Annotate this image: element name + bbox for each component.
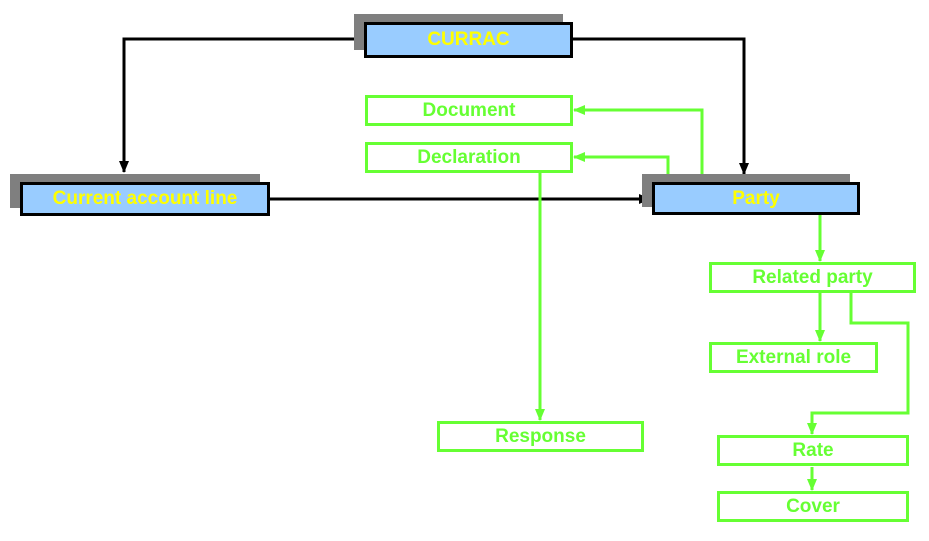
node-party[interactable]: Party	[652, 182, 860, 215]
node-cover-label: Cover	[786, 495, 840, 517]
node-current-account-line[interactable]: Current account line	[20, 182, 270, 216]
node-related-party-label: Related party	[752, 266, 873, 288]
node-declaration[interactable]: Declaration	[365, 142, 573, 173]
edge-party-to-declaration	[573, 152, 670, 182]
edge-currac-to-party	[573, 37, 749, 175]
node-response[interactable]: Response	[437, 421, 644, 452]
node-external-role-label: External role	[735, 346, 852, 368]
node-currac-label: CURRAC	[427, 29, 510, 50]
edge-currac-to-current-account-line	[119, 37, 364, 173]
node-current-account-line-label: Current account line	[52, 188, 238, 209]
edge-related-party-to-rate	[807, 293, 910, 435]
node-declaration-label: Declaration	[417, 146, 521, 168]
node-response-label: Response	[495, 425, 586, 447]
node-cover[interactable]: Cover	[717, 491, 909, 522]
node-rate-label: Rate	[792, 439, 834, 461]
node-related-party[interactable]: Related party	[709, 262, 916, 293]
node-document-label: Document	[422, 99, 516, 121]
node-party-label: Party	[732, 187, 780, 209]
edge-party-to-document	[573, 105, 704, 182]
node-rate[interactable]: Rate	[717, 435, 909, 466]
node-currac[interactable]: CURRAC	[364, 22, 573, 58]
node-external-role[interactable]: External role	[709, 342, 878, 373]
node-document[interactable]: Document	[365, 95, 573, 126]
